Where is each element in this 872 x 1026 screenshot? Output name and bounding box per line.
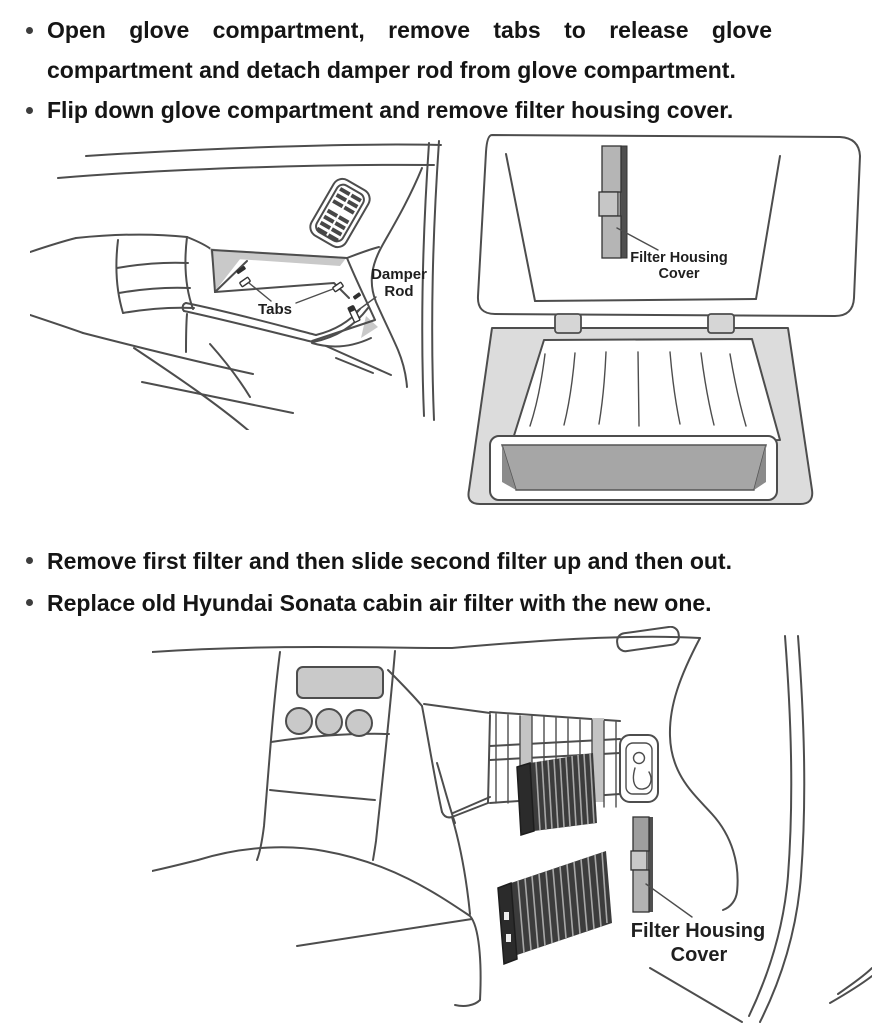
instruction-bullet: Flip down glove compartment and remove f…	[20, 90, 852, 130]
damper-rod-label-line1: Damper	[371, 266, 427, 283]
damper-rod-marker	[347, 305, 361, 323]
bullet-dot	[26, 27, 33, 34]
instruction-text: Open glove compartment, remove tabs to r…	[47, 17, 772, 83]
leader-lines	[248, 282, 377, 312]
glovebox-lid	[476, 134, 861, 317]
bullet-dot	[26, 557, 33, 564]
housing-latch-frame	[619, 734, 659, 803]
console-buttons	[285, 707, 373, 737]
console-and-seat-lines	[30, 314, 392, 430]
second-filter	[497, 851, 612, 966]
instruction-bullet: Remove first filter and then slide secon…	[20, 540, 852, 582]
filter-slot-opening	[500, 444, 767, 491]
tray-inner-wall	[511, 338, 781, 443]
dashboard-interior-lines	[152, 635, 872, 1023]
hinge-right	[707, 313, 735, 334]
figure-dashboard-glovebox: Tabs Damper Rod	[30, 140, 442, 430]
bullet-dot	[26, 107, 33, 114]
filter-housing-cover-label-line2: Cover	[671, 944, 728, 966]
hinge-left	[554, 313, 582, 334]
slot-shadow-left	[502, 445, 516, 490]
dash-latch-notch	[616, 626, 680, 653]
figure-housing-open: Filter Housing Cover	[467, 134, 861, 505]
vent-slats	[316, 187, 362, 243]
console-display	[296, 666, 384, 699]
instructions-top: Open glove compartment, remove tabs to r…	[20, 10, 852, 130]
first-filter	[516, 752, 597, 836]
cover-leader-line	[616, 227, 659, 251]
tabs-label: Tabs	[258, 301, 292, 318]
instruction-bullet: Open glove compartment, remove tabs to r…	[20, 10, 852, 90]
filter-housing-cover-part	[598, 145, 628, 259]
glovebox-door	[181, 249, 376, 353]
instruction-bullet: Replace old Hyundai Sonata cabin air fil…	[20, 582, 852, 624]
damper-rod-label-line2: Rod	[384, 283, 413, 300]
figure-filter-removal: Filter Housing Cover	[152, 626, 872, 1023]
tab-markers	[236, 265, 362, 300]
filter-housing-cover-label-line1: Filter Housing	[630, 250, 727, 266]
tray-fan-lines	[529, 351, 747, 427]
instruction-text: Replace old Hyundai Sonata cabin air fil…	[47, 590, 712, 616]
instruction-text: Flip down glove compartment and remove f…	[47, 97, 734, 123]
cover-leader-line	[645, 883, 693, 918]
bullet-dot	[26, 599, 33, 606]
filter-housing-cover-label-line1: Filter Housing	[631, 920, 765, 942]
instructions-bottom: Remove first filter and then slide secon…	[20, 540, 852, 624]
instruction-text: Remove first filter and then slide secon…	[47, 548, 732, 574]
lid-inner-lines	[505, 153, 781, 302]
slot-shadow-right	[754, 445, 766, 490]
filter-housing-cover-label-line2: Cover	[658, 266, 699, 282]
filter-housing-cover-part	[630, 816, 653, 913]
dashboard-outline	[30, 140, 442, 421]
glovebox-opening-shading	[210, 248, 378, 338]
dashboard-vent	[309, 177, 371, 249]
